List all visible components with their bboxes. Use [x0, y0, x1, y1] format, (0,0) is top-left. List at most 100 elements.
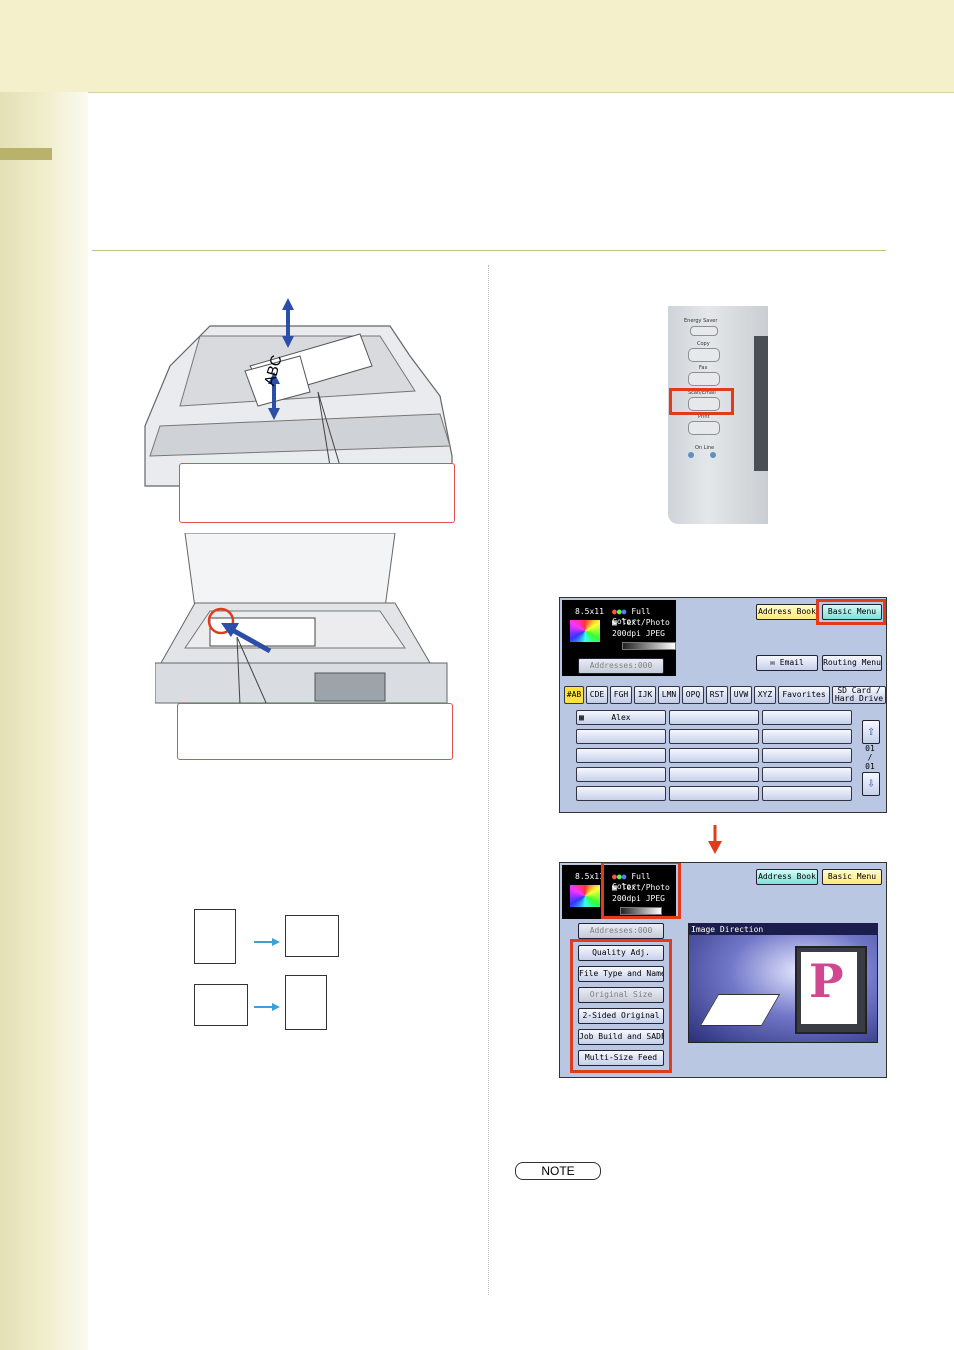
two-sided-original-button[interactable]: 2-Sided Original: [578, 1008, 664, 1024]
original-type: ▦ Text/Photo: [612, 883, 670, 892]
energy-saver-label: Energy Saver: [684, 318, 718, 324]
portrait-result: [285, 975, 327, 1030]
energy-saver-button[interactable]: [690, 326, 718, 336]
tab-ijk[interactable]: IJK: [634, 686, 656, 704]
addresses-counter: Addresses:000: [578, 658, 664, 674]
original-size-button[interactable]: Original Size: [578, 987, 664, 1003]
text-photo-icon: ▦: [612, 883, 617, 892]
routing-menu-button[interactable]: Routing Menu: [822, 655, 882, 671]
status-indicator-icon: [688, 452, 694, 458]
fax-label: Fax: [699, 365, 708, 371]
landscape-original: [194, 984, 248, 1026]
basic-menu-button[interactable]: Basic Menu: [822, 869, 882, 885]
list-item[interactable]: [669, 748, 759, 763]
rgb-icon: ●: [612, 872, 617, 881]
basic-menu-highlight: [816, 599, 886, 625]
text-photo-icon: ▦: [612, 618, 617, 627]
copy-label: Copy: [697, 341, 710, 347]
tab-favorites[interactable]: Favorites: [778, 686, 830, 704]
envelope-icon: ✉: [770, 658, 775, 667]
arrow-down-icon: [707, 825, 723, 859]
control-panel-photo: Energy Saver Copy Fax Scan/Email Print O…: [668, 306, 768, 524]
list-item[interactable]: [762, 786, 852, 801]
multi-size-feed-button[interactable]: Multi-Size Feed: [578, 1050, 664, 1066]
original-type: ▦ Text/Photo: [612, 618, 670, 627]
page-indicator: 01 / 01: [861, 744, 879, 771]
arrow-right-icon: [254, 997, 280, 1016]
image-direction-preview: Image Direction P: [688, 923, 878, 1043]
addresses-counter: Addresses:000: [578, 923, 664, 939]
arrow-up-icon: ⇧: [867, 724, 875, 739]
lcd-basic-menu-screen: 8.5x11 ●●● Full Color ▦ Text/Photo 200dp…: [559, 862, 887, 1078]
density-bar: [620, 907, 662, 915]
print-button[interactable]: [688, 421, 720, 435]
page-total: 01: [865, 762, 875, 771]
address-book-button[interactable]: Address Book: [756, 869, 818, 885]
tab-sd-card[interactable]: SD Card / Hard Drive: [832, 686, 886, 704]
resolution-format: 200dpi JPEG: [612, 629, 665, 638]
index-tabs: #AB CDE FGH IJK LMN OPQ RST UVW XYZ Favo…: [562, 686, 886, 706]
list-item[interactable]: [576, 729, 666, 744]
tab-fgh[interactable]: FGH: [610, 686, 632, 704]
job-build-sadf-button[interactable]: Job Build and SADF: [578, 1029, 664, 1045]
color-wheel-icon: [570, 885, 600, 907]
color-wheel-icon: [570, 620, 600, 642]
tab-uvw[interactable]: UVW: [730, 686, 752, 704]
copy-button[interactable]: [688, 348, 720, 362]
file-type-and-name-button[interactable]: File Type and Name: [578, 966, 664, 982]
list-item[interactable]: [762, 729, 852, 744]
fax-button[interactable]: [688, 372, 720, 386]
list-item[interactable]: [762, 710, 852, 725]
color-mode: ●●● Full Color: [612, 607, 651, 626]
email-button[interactable]: ✉ Email: [756, 655, 818, 671]
address-book-button[interactable]: Address Book: [756, 604, 818, 620]
resolution-format: 200dpi JPEG: [612, 894, 665, 903]
list-item[interactable]: [762, 767, 852, 782]
preview-letter: P: [809, 954, 844, 1008]
page-current: 01: [865, 744, 875, 753]
list-item[interactable]: [762, 748, 852, 763]
tab-ab[interactable]: #AB: [564, 686, 584, 704]
column-divider: [488, 265, 489, 1295]
tab-xyz[interactable]: XYZ: [754, 686, 776, 704]
left-sidebar: [0, 92, 88, 1350]
list-item[interactable]: [669, 710, 759, 725]
quality-adj-button[interactable]: Quality Adj.: [578, 945, 664, 961]
list-item[interactable]: [576, 786, 666, 801]
monitor-screen: [801, 952, 857, 1024]
list-item[interactable]: [576, 767, 666, 782]
arrow-right-icon: [254, 932, 280, 951]
tab-rst[interactable]: RST: [706, 686, 728, 704]
portrait-original: [194, 909, 236, 964]
list-item[interactable]: [576, 748, 666, 763]
paper-size: 8.5x11: [575, 607, 604, 616]
tab-opq[interactable]: OPQ: [682, 686, 704, 704]
basic-menu-button[interactable]: Basic Menu: [822, 604, 882, 620]
note-badge: NOTE: [515, 1162, 601, 1180]
list-item[interactable]: [669, 767, 759, 782]
on-line-label: On Line: [695, 445, 715, 451]
menu-highlight: [570, 939, 672, 1073]
scan-email-highlight: [669, 388, 734, 415]
section-divider: [92, 250, 886, 251]
chapter-tab: [0, 148, 52, 160]
list-item[interactable]: ▩Alex: [576, 710, 666, 725]
platen-callout: [177, 703, 453, 760]
paper-size: 8.5x11: [575, 872, 604, 881]
address-list: ▩Alex: [576, 710, 858, 808]
settings-highlight: [601, 863, 681, 919]
scroll-down-button[interactable]: ⇩: [862, 772, 880, 796]
page-separator: /: [867, 753, 873, 762]
original-sheet: [699, 994, 781, 1026]
tab-lmn[interactable]: LMN: [658, 686, 680, 704]
list-item[interactable]: [669, 786, 759, 801]
status-info: 8.5x11 ●●● Full Color ▦ Text/Photo 200dp…: [562, 865, 676, 919]
status-indicator-icon: [710, 452, 716, 458]
list-item[interactable]: [669, 729, 759, 744]
density-bar: [622, 642, 676, 650]
tab-cde[interactable]: CDE: [586, 686, 608, 704]
scan-email-button[interactable]: [688, 397, 720, 411]
scroll-up-button[interactable]: ⇧: [862, 720, 880, 744]
person-icon: ▩: [579, 713, 584, 722]
scan-email-label: Scan/Email: [688, 390, 716, 396]
